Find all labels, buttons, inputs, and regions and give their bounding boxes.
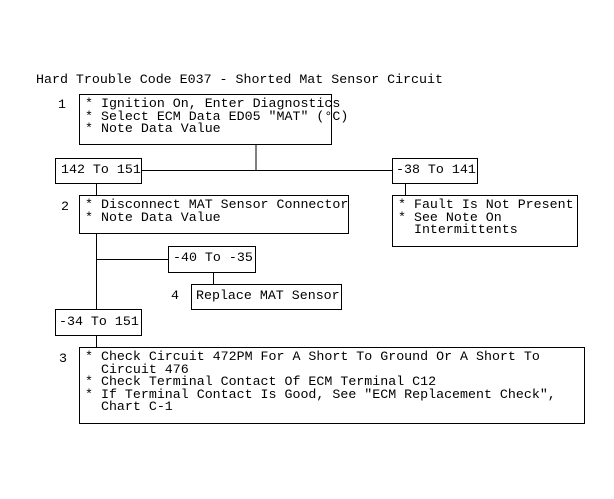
range-label: -38 To 141 xyxy=(396,162,476,177)
step1-line: * Note Data Value xyxy=(85,121,221,136)
step2-box: * Disconnect MAT Sensor Connector * Note… xyxy=(79,195,349,234)
fault-line: * See Note On xyxy=(398,209,502,225)
step2-line: * Note Data Value xyxy=(85,209,221,225)
step3-line: Chart C-1 xyxy=(85,399,173,414)
step1-line: * Ignition On, Enter Diagnostics xyxy=(85,96,341,111)
step-number-3: 3 xyxy=(59,351,67,366)
range-label: -34 To 151 xyxy=(59,314,139,329)
step-number-1: 1 xyxy=(58,97,66,112)
range-label: -40 To -35 xyxy=(173,250,253,265)
step3-line: * If Terminal Contact Is Good, See "ECM … xyxy=(85,386,556,402)
range-box-neg34-151: -34 To 151 xyxy=(55,309,142,336)
range-label: 142 To 151 xyxy=(61,162,141,177)
step4-box: Replace MAT Sensor xyxy=(191,284,342,310)
range-box-142-151: 142 To 151 xyxy=(55,158,142,184)
step1-box: * Ignition On, Enter Diagnostics * Selec… xyxy=(79,94,349,145)
step-number-4: 4 xyxy=(171,288,179,303)
step3-line: * Check Circuit 472PM For A Short To Gro… xyxy=(85,349,540,364)
step4-line: Replace MAT Sensor xyxy=(196,288,340,303)
step3-line: Circuit 476 xyxy=(85,361,189,377)
fault-line: * Fault Is Not Present xyxy=(398,197,574,212)
step3-line: * Check Terminal Contact Of ECM Terminal… xyxy=(85,374,437,389)
step3-box: * Check Circuit 472PM For A Short To Gro… xyxy=(79,347,585,424)
step1-line: * Select ECM Data ED05 "MAT" (°C) xyxy=(85,108,349,124)
range-box-neg40-neg35: -40 To -35 xyxy=(168,246,256,273)
fault-not-present-box: * Fault Is Not Present * See Note On Int… xyxy=(392,195,578,247)
diagram-title: Hard Trouble Code E037 - Shorted Mat Sen… xyxy=(36,72,443,87)
step2-line: * Disconnect MAT Sensor Connector xyxy=(85,197,349,212)
fault-line: Intermittents xyxy=(398,222,518,237)
range-box-neg38-141: -38 To 141 xyxy=(392,158,478,184)
step-number-2: 2 xyxy=(61,199,69,214)
